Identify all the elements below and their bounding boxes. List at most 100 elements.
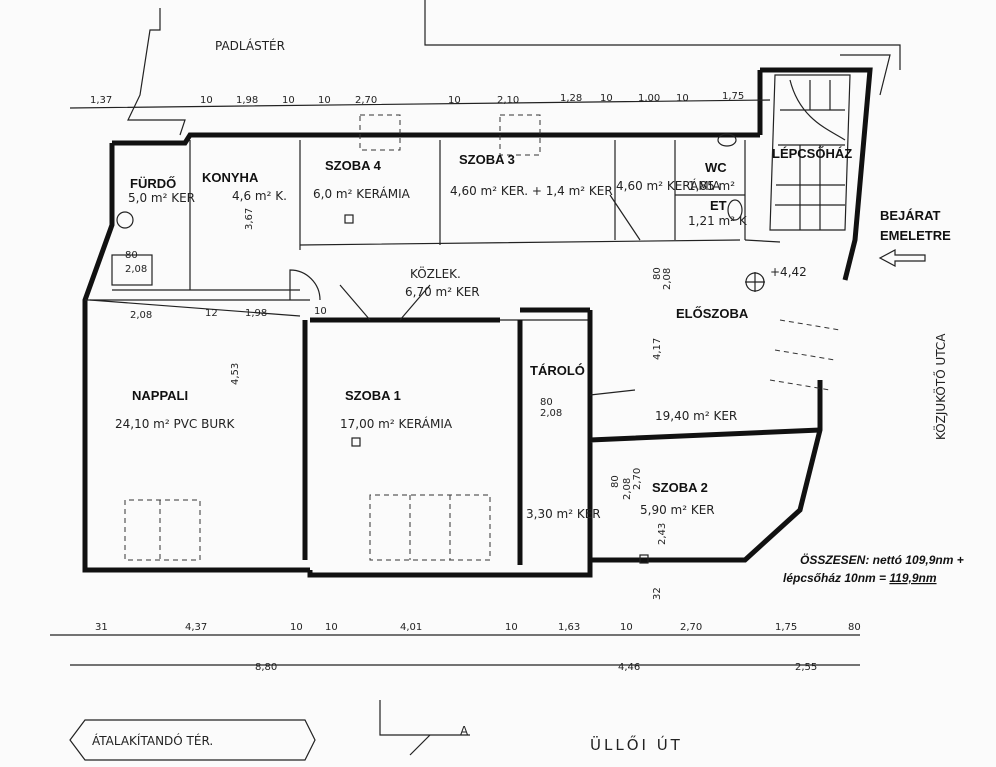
window-nappali (124, 499, 201, 561)
window-szoba1 (369, 494, 491, 561)
room-name-wc: WC (705, 160, 727, 175)
dimension-line-inner (89, 299, 301, 317)
dimension-label: 80 (540, 397, 553, 408)
dimension-label: 31 (95, 622, 108, 633)
summary-line-2: lépcsőház 10nm = 119,9nm (783, 571, 937, 585)
dimension-label: 2,43 (657, 523, 668, 545)
street-bottom: ÜLLŐI ÚT (590, 734, 683, 754)
corridor-wall (310, 307, 590, 323)
street-right: KÖZJUKÖTŐ UTCA (932, 333, 948, 440)
dimension-label: 2,08 (662, 268, 673, 290)
column-marker (344, 214, 354, 224)
dimension-label: 8,80 (255, 662, 277, 673)
dimension-label: 10 (505, 622, 518, 633)
dimension-label: 10 (200, 95, 213, 106)
dimension-labels-bottom-2: 8,80 4,46 2,55 (255, 662, 817, 673)
stair-landing-dashes (769, 319, 841, 391)
outer-wall-bottom (307, 380, 823, 578)
summary-line-2-prefix: lépcsőház 10nm = (783, 571, 889, 585)
room-area-kamra: 4,60 m² KERÁMIA (616, 178, 721, 193)
sink-icon (116, 211, 134, 229)
dimension-label: 2,70 (355, 95, 377, 106)
north-letter: A (460, 724, 469, 738)
dimension-label: 3,67 (244, 208, 255, 230)
dimension-label: 1,63 (558, 622, 580, 633)
room-name-konyha: KONYHA (202, 170, 259, 185)
dimension-label: 32 (652, 587, 663, 600)
dimension-label: 2,08 (540, 408, 562, 419)
dimension-lines (50, 99, 860, 666)
dimension-label: 2,55 (795, 662, 817, 673)
dimension-label: 10 (314, 306, 327, 317)
neighbour-outline (127, 8, 186, 136)
bathtub-icon (111, 254, 153, 286)
north-arrow (409, 734, 431, 756)
level-marker-cross (745, 272, 765, 292)
interior-walls-horizontal (85, 239, 741, 321)
dimension-label: 4,17 (652, 338, 663, 360)
dimension-label: 80 (610, 475, 621, 488)
vent-szoba4 (359, 114, 401, 151)
room-name-szoba3: SZOBA 3 (459, 152, 515, 167)
room-area-nappali: 24,10 m² PVC BURK (115, 417, 235, 431)
dimension-label: 2,70 (680, 622, 702, 633)
wc-divider (675, 194, 781, 243)
interior-walls-bold (302, 310, 821, 565)
room-area-kozlekedo: 6,70 m² KER (405, 285, 480, 299)
bottom-title-box (69, 700, 470, 761)
dimension-label: 10 (676, 93, 689, 104)
room-area-furdo: 5,0 m² KER (128, 191, 195, 205)
toilet-icon (717, 133, 737, 147)
room-area-wc: 1,85 m² (688, 179, 735, 193)
dimension-label: 80 (652, 267, 663, 280)
summary-total: 119,9nm (889, 571, 936, 585)
room-area-et: 1,21 m² K (688, 214, 748, 228)
dimension-label: 2,70 (632, 468, 643, 490)
room-area-szoba3: 4,60 m² KER. + 1,4 m² KER (450, 184, 613, 198)
room-name-kozlekedo: KÖZLEK. (410, 265, 461, 281)
entrance-label-1: BEJÁRAT (880, 208, 940, 223)
dimension-label: 10 (620, 622, 633, 633)
room-area-szoba4: 6,0 m² KERÁMIA (313, 186, 411, 201)
room-area-konyha: 4,6 m² K. (232, 189, 287, 203)
dimension-label: 1,98 (245, 308, 267, 319)
dimension-label: 1,37 (90, 95, 112, 106)
dimension-label: 2,08 (622, 478, 633, 500)
staircase-icon (769, 74, 851, 231)
entrance-level: +4,42 (770, 265, 807, 279)
room-name-szoba1: SZOBA 1 (345, 388, 401, 403)
room-area-tarolo: 3,30 m² KER (526, 507, 601, 521)
entrance-label-2: EMELETRE (880, 228, 951, 243)
summary-line-1: ÖSSZESEN: nettó 109,9nm + (800, 552, 964, 567)
room-name-lepcsohaz: LÉPCSŐHÁZ (772, 146, 852, 161)
room-name-eloszoba: ELŐSZOBA (676, 306, 749, 321)
dimension-label: 1,28 (560, 93, 582, 104)
entrance-arrow-icon (878, 249, 926, 267)
room-name-tarolo: TÁROLÓ (530, 363, 585, 378)
dimension-label: 10 (282, 95, 295, 106)
outer-wall-left (82, 143, 310, 573)
room-name-szoba4: SZOBA 4 (325, 158, 382, 173)
room-name-szoba2: SZOBA 2 (652, 480, 708, 495)
room-area-eloszoba: 19,40 m² KER (655, 409, 737, 423)
dimension-label: 1,75 (775, 622, 797, 633)
dimension-label: 2,10 (497, 95, 519, 106)
room-name-furdo: FÜRDŐ (130, 176, 176, 191)
room-area-szoba2: 5,90 m² KER (640, 503, 715, 517)
roof-outline (424, 0, 901, 70)
dimension-label: 1,75 (722, 91, 744, 102)
dimension-label: 4,01 (400, 622, 422, 633)
roof-corner (840, 54, 891, 96)
interior-walls-vertical (189, 140, 746, 290)
dimension-label: 4,46 (618, 662, 640, 673)
bottom-box-label: ÁTALAKÍTANDÓ TÉR. (92, 733, 213, 748)
outer-wall-top (112, 132, 760, 146)
dimension-label: 2,08 (125, 264, 147, 275)
room-area-szoba1: 17,00 m² KERÁMIA (340, 416, 453, 431)
dimension-label: 10 (318, 95, 331, 106)
room-name-et: ET (710, 198, 727, 213)
